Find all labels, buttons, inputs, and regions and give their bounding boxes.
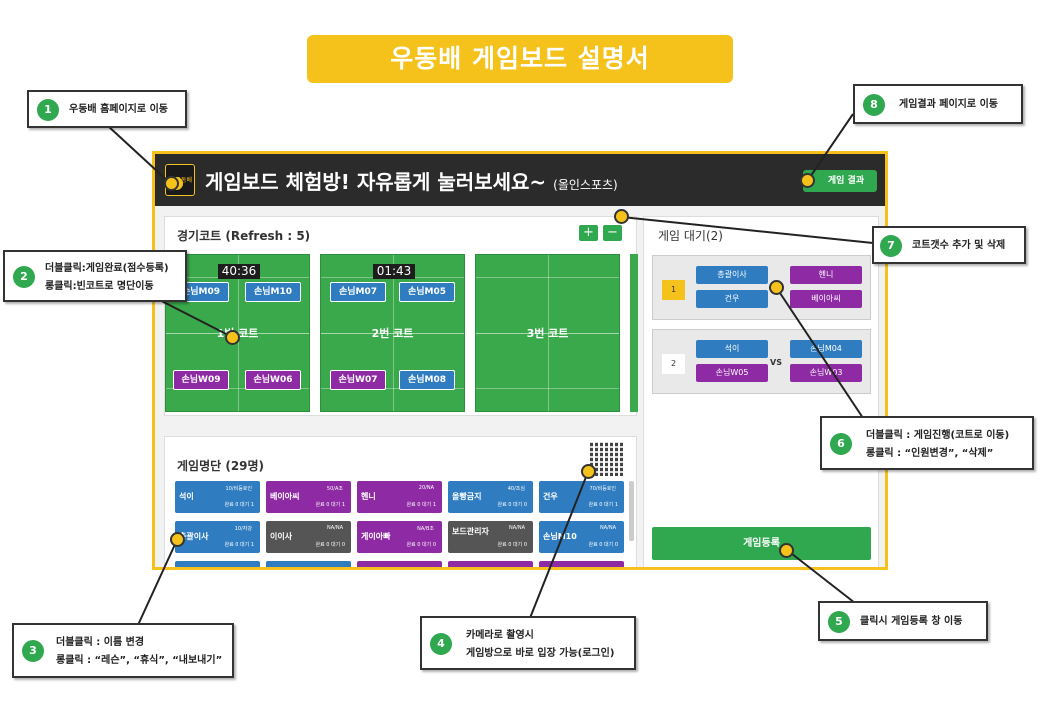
player-chip[interactable]: 손님W06: [245, 370, 301, 390]
marker-dot-5: [779, 543, 794, 558]
marker-dot-8: [800, 173, 815, 188]
marker-dot-1: [164, 176, 179, 191]
player-chip[interactable]: 손님W07: [330, 370, 386, 390]
gameboard-screenshot: 우동배 게임보드 체험방! 자유롭게 눌러보세요~ (올인스포츠) 게임 결과 …: [152, 151, 888, 570]
app-header: 우동배 게임보드 체험방! 자유롭게 눌러보세요~ (올인스포츠) 게임 결과: [155, 154, 885, 206]
add-court-button[interactable]: +: [579, 225, 598, 241]
waiting-player[interactable]: 건우: [696, 290, 768, 308]
roster-card-partial[interactable]: [266, 561, 351, 567]
callout-6: 6 더블클릭 : 게임진행(코트로 이동) 롱클릭 : “인원변경”, “삭제”: [820, 416, 1034, 470]
waiting-player[interactable]: 손님W03: [790, 364, 862, 382]
courts-title: 경기코트 (Refresh : 5): [177, 229, 311, 243]
court-timer: 01:43: [373, 264, 415, 279]
court-name: 3번 코트: [526, 327, 569, 340]
roster-scrollbar[interactable]: [629, 481, 634, 541]
waiting-panel: 게임 대기(2) 1 총괄이사 건우 헨니 베이아씨 2 석이 손님W05 VS…: [643, 216, 879, 567]
waiting-title: 게임 대기(2): [658, 229, 723, 243]
court-peek: [630, 254, 638, 412]
callout-8: 8 게임결과 페이지로 이동: [853, 84, 1023, 124]
marker-dot-7: [614, 209, 629, 224]
marker-dot-3: [170, 532, 185, 547]
waiting-player[interactable]: 총괄이사: [696, 266, 768, 284]
player-chip[interactable]: 손님M10: [245, 282, 301, 302]
game-register-button[interactable]: 게임등록: [652, 527, 871, 560]
roster-card-partial[interactable]: [448, 561, 533, 567]
waiting-game-2[interactable]: 2 석이 손님W05 VS 손님M04 손님W03: [652, 329, 871, 394]
guide-title-banner: 우동배 게임보드 설명서: [307, 35, 733, 83]
court-name: 2번 코트: [371, 327, 414, 340]
callout-2: 2 더블클릭:게임완료(점수등록) 롱클릭:빈코트로 명단이동: [3, 250, 187, 302]
remove-court-button[interactable]: −: [603, 225, 622, 241]
marker-dot-4: [581, 464, 596, 479]
waiting-game-1[interactable]: 1 총괄이사 건우 헨니 베이아씨: [652, 255, 871, 320]
roster-card-partial[interactable]: [357, 561, 442, 567]
court-2[interactable]: 01:43 손님M07 손님M05 2번 코트 손님W07 손님M08: [320, 254, 465, 412]
court-timer: 40:36: [218, 264, 260, 279]
vs-label: VS: [770, 358, 782, 367]
game-number: 2: [662, 354, 685, 374]
marker-dot-2: [225, 330, 240, 345]
player-chip[interactable]: 손님M05: [399, 282, 455, 302]
courts-panel: 경기코트 (Refresh : 5) + − 40:36 손님M09 손님M10…: [164, 216, 638, 416]
waiting-player[interactable]: 헨니: [790, 266, 862, 284]
game-result-button[interactable]: 게임 결과: [803, 170, 877, 192]
callout-4: 4 카메라로 촬영시 게임방으로 바로 입장 가능(로그인): [420, 616, 636, 670]
callout-1: 1 우동배 홈페이지로 이동: [27, 90, 187, 128]
waiting-player[interactable]: 석이: [696, 340, 768, 358]
waiting-player[interactable]: 베이아씨: [790, 290, 862, 308]
waiting-player[interactable]: 손님W05: [696, 364, 768, 382]
marker-dot-6: [769, 280, 784, 295]
game-number: 1: [662, 280, 685, 300]
player-chip[interactable]: 손님M07: [330, 282, 386, 302]
app-title: 게임보드 체험방! 자유롭게 눌러보세요~ (올인스포츠): [205, 170, 618, 194]
roster-title: 게임명단 (29명): [177, 459, 265, 473]
court-3[interactable]: 3번 코트: [475, 254, 620, 412]
callout-3: 3 더블클릭 : 이름 변경 롱클릭 : “레슨”, “휴식”, “내보내기”: [12, 623, 234, 678]
player-chip[interactable]: 손님M08: [399, 370, 455, 390]
player-chip[interactable]: 손님W09: [173, 370, 229, 390]
waiting-player[interactable]: 손님M04: [790, 340, 862, 358]
callout-7: 7 코트갯수 추가 및 삭제: [872, 226, 1026, 264]
roster-card-partial[interactable]: [539, 561, 624, 567]
callout-5: 5 클릭시 게임등록 창 이동: [818, 601, 988, 641]
roster-card-partial[interactable]: [175, 561, 260, 567]
